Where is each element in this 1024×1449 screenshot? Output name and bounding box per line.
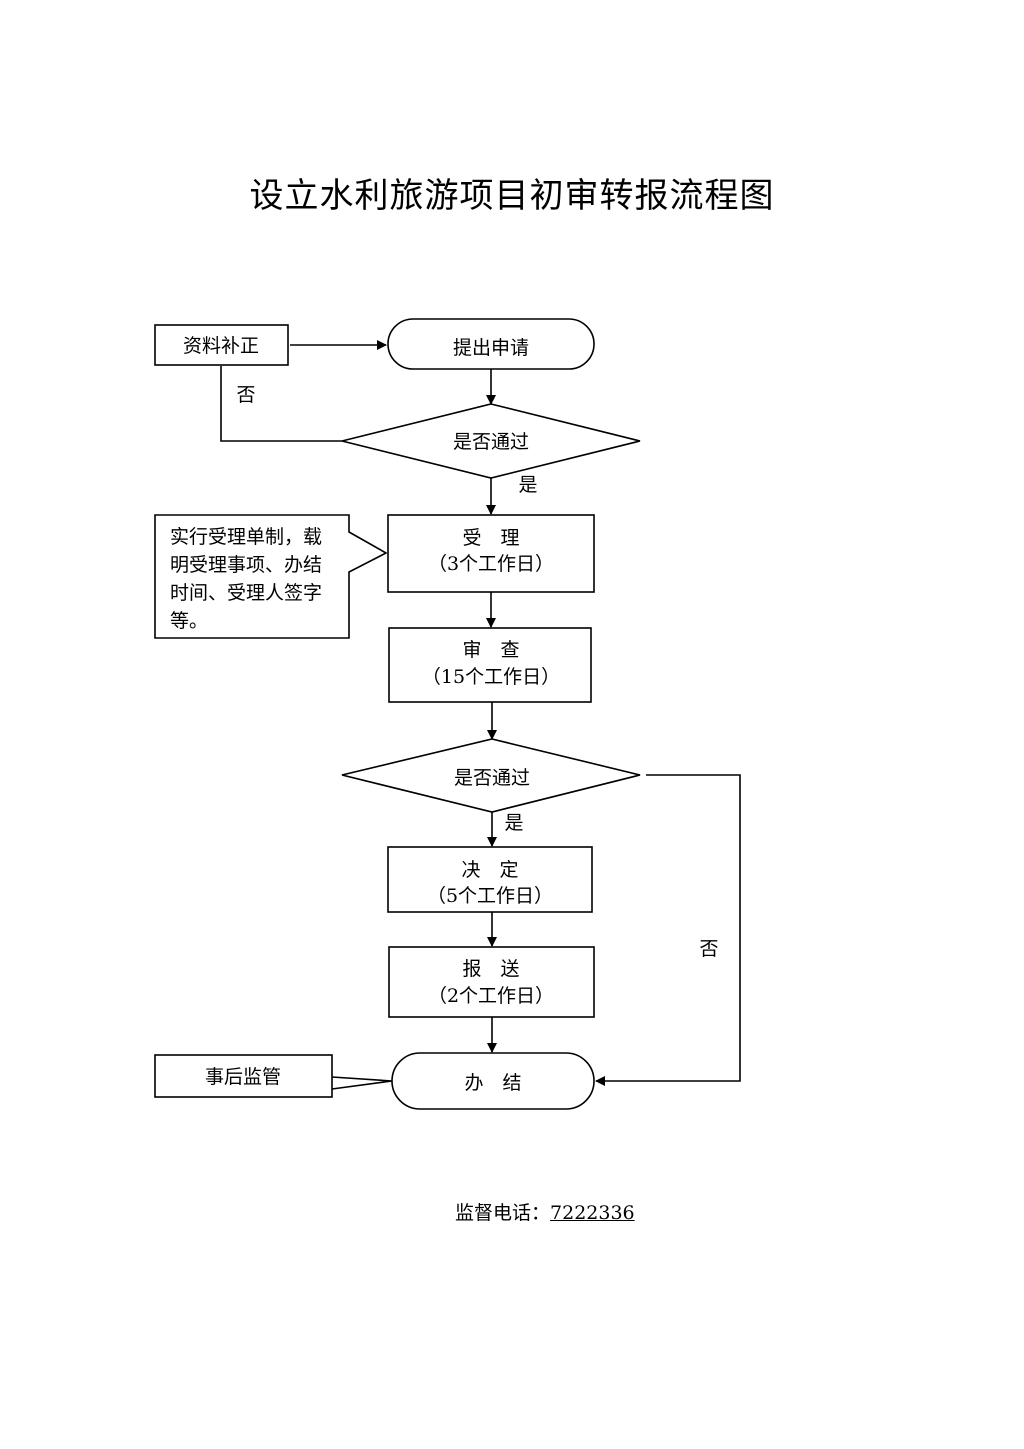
yes-label-2: 是 — [504, 812, 523, 834]
connector-supervision-finish — [331, 1076, 393, 1090]
supervision-box — [154, 1054, 333, 1098]
hotline-label: 监督电话： — [455, 1202, 551, 1224]
submit-box — [388, 946, 595, 1018]
accept-box — [387, 514, 595, 593]
decide-title: 决 定 — [461, 859, 518, 881]
supervision-label: 事后监管 — [205, 1066, 281, 1088]
supplement-label: 资料补正 — [183, 335, 259, 357]
note-line-1: 实行受理单制，载 — [170, 526, 322, 548]
note-line-3: 时间、受理人签字 — [170, 582, 322, 604]
line-check1-no-to-supplement — [220, 366, 342, 442]
check2-label: 是否通过 — [454, 767, 530, 789]
hotline-number: 7222336 — [550, 1202, 635, 1224]
footer-hotline: 监督电话：7222336 — [455, 1198, 635, 1225]
page-title: 设立水利旅游项目初审转报流程图 — [249, 176, 775, 216]
accept-title: 受 理 — [462, 527, 519, 549]
decide-days: （5个工作日） — [427, 885, 553, 907]
finish-label: 办 结 — [464, 1072, 521, 1094]
decide-box — [387, 846, 593, 913]
review-days: （15个工作日） — [422, 666, 560, 688]
submit-days: （2个工作日） — [428, 985, 554, 1007]
note-line-2: 明受理事项、办结 — [170, 554, 322, 576]
review-box — [388, 627, 592, 703]
submit-title: 报 送 — [462, 958, 519, 980]
note-line-4: 等。 — [170, 610, 208, 632]
accept-days: （3个工作日） — [428, 553, 554, 575]
no-label-2: 否 — [699, 938, 718, 960]
yes-label-1: 是 — [518, 474, 537, 496]
supplement-box — [154, 324, 289, 366]
review-title: 审 查 — [462, 639, 519, 661]
note-callout — [154, 514, 388, 639]
check1-label: 是否通过 — [453, 431, 529, 453]
no-label-1: 否 — [236, 384, 255, 406]
apply-label: 提出申请 — [453, 337, 529, 359]
arrow-check2-no-to-finish — [595, 774, 741, 1086]
